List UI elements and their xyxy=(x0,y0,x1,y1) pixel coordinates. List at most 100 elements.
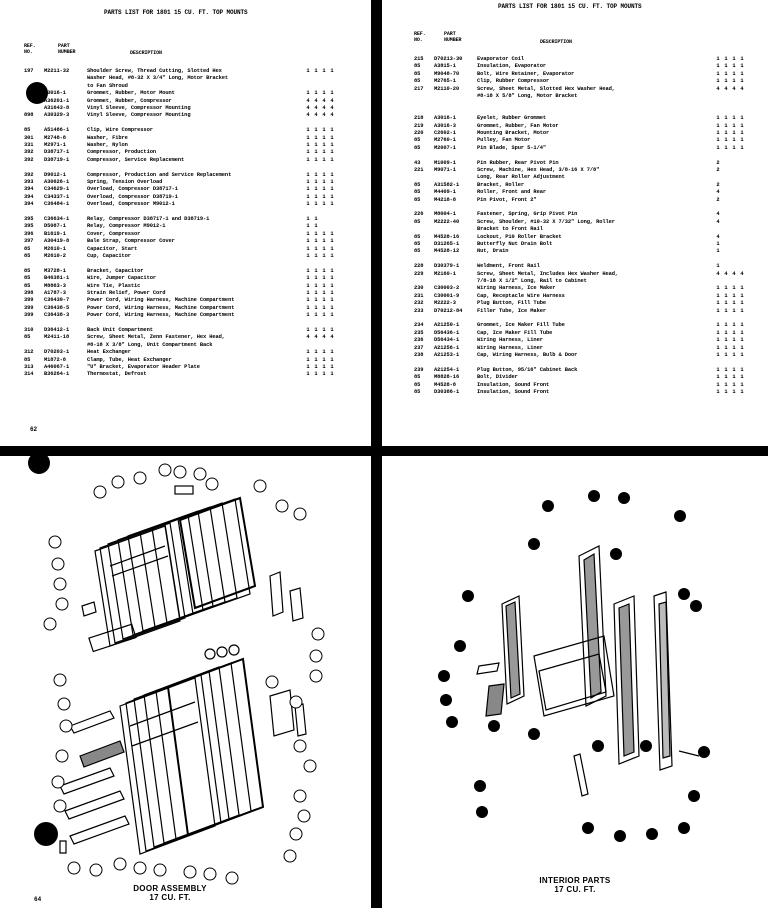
quantity-cell: 1 xyxy=(306,127,310,134)
callout-marker xyxy=(203,867,217,881)
quantity-cell: 1 xyxy=(306,290,310,296)
parts-row xyxy=(24,320,277,327)
quantity-cell: 1 xyxy=(314,349,318,356)
quantity-cell: 1 xyxy=(306,156,310,163)
part-number-cell: A30419-8 xyxy=(44,238,70,245)
callout-marker xyxy=(111,475,125,489)
description-cell: Pin Blade, Spur 5-1/4" xyxy=(477,144,546,151)
quantity-cell: 1 xyxy=(732,389,736,395)
quantity-cell: 4 xyxy=(314,334,318,341)
part-number-cell: M2760-1 xyxy=(434,137,456,144)
description-cell: Strain Relief, Power Cord xyxy=(87,290,166,296)
callout-marker xyxy=(89,863,103,877)
part-number-cell: D38717-1 xyxy=(44,149,70,156)
quantity-cells xyxy=(304,260,336,267)
part-number-cell: C36438-5 xyxy=(44,304,70,311)
quantity-cell: 1 xyxy=(330,156,334,163)
quantity-cell: 1 xyxy=(314,371,318,378)
description-cell: Bolt, Wire Retainer, Evaporator xyxy=(477,70,575,77)
part-number-cell: A21253-1 xyxy=(434,352,460,358)
ref-no-cell: 399 xyxy=(24,297,34,304)
ref-no-cell: 313 xyxy=(24,364,34,370)
callout-marker xyxy=(688,790,700,802)
quantity-cell: 1 xyxy=(306,171,310,178)
quantity-cell: 1 xyxy=(306,179,310,185)
quantity-cell: 1 xyxy=(732,374,736,381)
description-cell: Grommet, Rubber, Compressor xyxy=(87,97,172,104)
quantity-cell: 1 xyxy=(330,297,334,304)
description-cell: Plug Button, Fill Tube xyxy=(477,300,546,307)
ref-no-cell: 219 xyxy=(414,122,424,129)
quantity-cell: 4 xyxy=(322,334,326,341)
ref-no-cell: 232 xyxy=(414,300,424,307)
quantity-cell: 1 xyxy=(716,300,720,307)
quantity-cell: 4 xyxy=(716,85,720,92)
callout-marker xyxy=(618,492,630,504)
callout-marker xyxy=(446,716,458,728)
quantity-cell: 1 xyxy=(724,130,728,136)
part-number-header: PART NUMBER xyxy=(58,43,76,55)
quantity-cell: 1 xyxy=(306,304,310,311)
quantity-cell: 1 xyxy=(330,371,334,378)
parts-row: Long, Rear Roller Adjustment xyxy=(414,174,667,181)
callout-marker xyxy=(113,857,127,871)
ref-no-cell: 235 xyxy=(414,329,424,336)
quantity-cell: 1 xyxy=(330,364,334,370)
quantity-cell: 1 xyxy=(716,307,720,314)
part-number-cell: M8863-3 xyxy=(44,282,66,289)
ref-no-cell: 85 xyxy=(24,245,31,252)
quantity-cell: 1 xyxy=(322,253,326,259)
quantity-cell: 1 xyxy=(314,223,318,230)
description-cell: Power Cord, Wiring Harness, Machine Comp… xyxy=(87,312,235,319)
quantity-cell: 1 xyxy=(306,364,310,370)
quantity-cell: 1 xyxy=(330,282,334,289)
ref-no-cell: 233 xyxy=(414,307,424,314)
description-cell: Lockout, P10 Roller Bracket xyxy=(477,233,562,240)
quantity-cells xyxy=(304,75,336,82)
part-number-cell: D56434-1 xyxy=(434,337,460,344)
callout-marker xyxy=(293,739,307,753)
quantity-cell: 1 xyxy=(724,70,728,77)
part-number-cell: C36438-3 xyxy=(44,312,70,319)
quantity-cell: 1 xyxy=(330,349,334,356)
part-number-cell: C36634-1 xyxy=(44,216,70,222)
part-number-cell: M2007-1 xyxy=(434,144,456,151)
parts-list-left: PARTS LIST FOR 1801 15 CU. FT. TOP MOUNT… xyxy=(0,0,368,440)
description-cell: Relay, Compressor D38717-1 and D38719-1 xyxy=(87,216,210,222)
caption-line-1: DOOR ASSEMBLY xyxy=(133,884,207,893)
quantity-cell: 1 xyxy=(306,245,310,252)
quantity-cells xyxy=(714,93,746,100)
quantity-cell: 1 xyxy=(724,144,728,151)
quantity-cell: 1 xyxy=(330,134,334,141)
quantity-cell: 1 xyxy=(716,352,720,358)
quantity-cell: 1 xyxy=(724,374,728,381)
quantity-cell: 1 xyxy=(732,381,736,388)
ref-no-cell: 395 xyxy=(24,216,34,222)
callout-marker xyxy=(678,588,690,600)
quantity-cell: 1 xyxy=(740,366,744,373)
quantity-cell: 4 xyxy=(322,105,326,111)
part-number-cell: A30626-1 xyxy=(44,179,70,185)
quantity-cell: 1 xyxy=(314,201,318,208)
ref-no-cell: 237 xyxy=(414,344,424,351)
quantity-cell: 1 xyxy=(330,267,334,274)
quantity-cell: 1 xyxy=(330,171,334,178)
